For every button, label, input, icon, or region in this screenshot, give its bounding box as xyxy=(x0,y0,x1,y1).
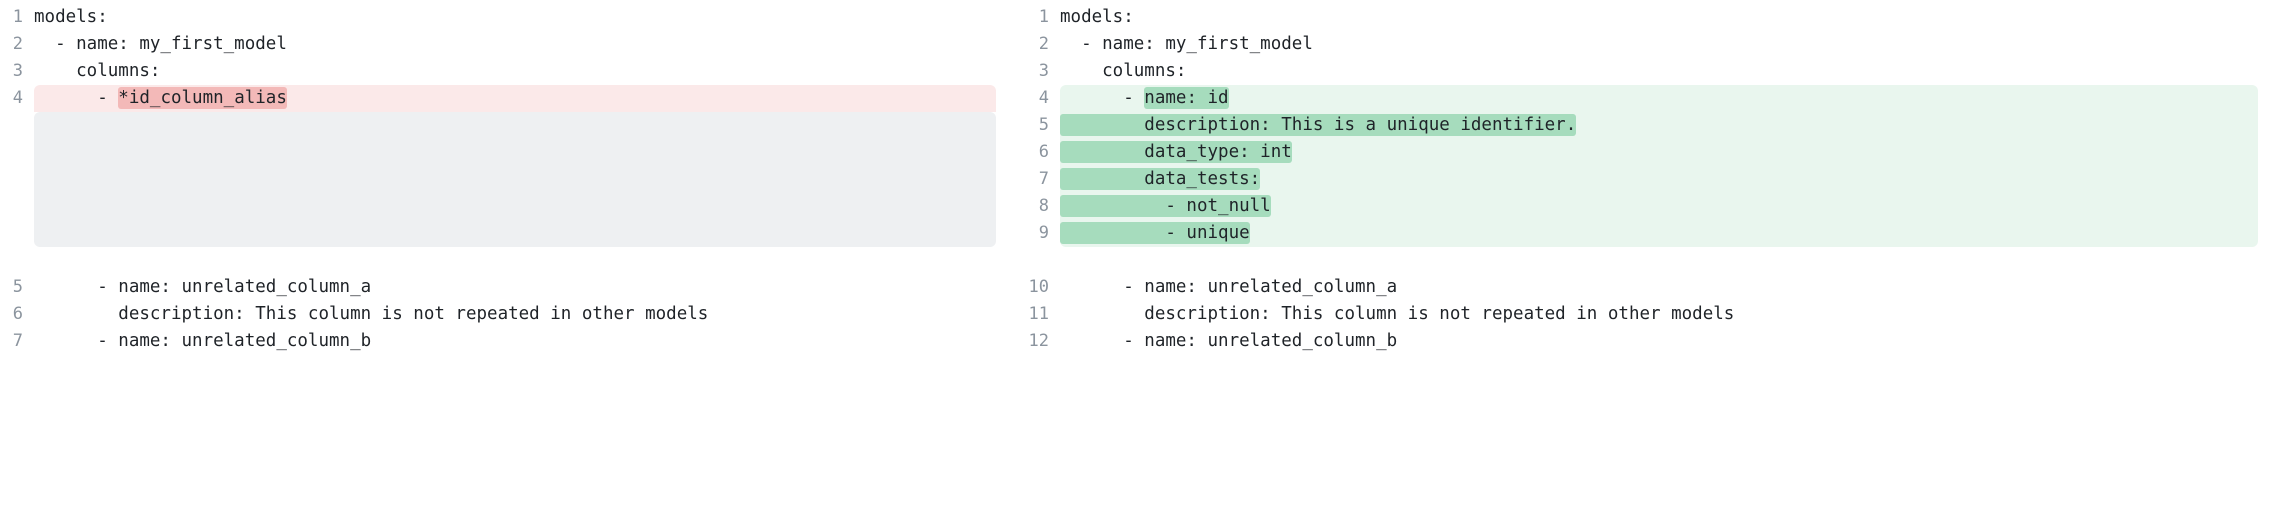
line-text: description: This column is not repeated… xyxy=(34,304,709,324)
added-token-highlight: name: id xyxy=(1144,87,1229,109)
line-number: 9 xyxy=(1038,223,1049,243)
line-text: columns: xyxy=(34,61,161,81)
added-token-highlight: data_tests: xyxy=(1060,168,1261,190)
line-content: - not_null xyxy=(1060,193,2278,220)
line-content: - name: unrelated_column_b xyxy=(34,328,1016,355)
line-content: - unique xyxy=(1060,220,2278,247)
line-number: 12 xyxy=(1028,331,1049,351)
pane-divider xyxy=(1015,0,1016,528)
code-line[interactable]: 2 - name: my_first_model xyxy=(0,31,1016,58)
added-token-highlight: description: This is a unique identifier… xyxy=(1060,114,1577,136)
line-number: 4 xyxy=(1038,88,1049,108)
code-line[interactable]: 5 - name: unrelated_column_a xyxy=(0,274,1016,301)
line-number: 7 xyxy=(1038,169,1049,189)
added-token-highlight: - not_null xyxy=(1060,195,1271,217)
line-number: 4 xyxy=(12,88,23,108)
line-number: 1 xyxy=(12,7,23,27)
line-number: 7 xyxy=(12,331,23,351)
line-content: description: This column is not repeated… xyxy=(34,301,1016,328)
line-content: - name: id xyxy=(1060,85,2278,112)
line-text: models: xyxy=(1060,7,1134,27)
line-text: - name: my_first_model xyxy=(34,34,287,54)
line-number: 10 xyxy=(1028,277,1049,297)
code-line[interactable]: 12 - name: unrelated_column_b xyxy=(1016,328,2278,355)
line-number: 6 xyxy=(1038,142,1049,162)
line-content: - *id_column_alias xyxy=(34,85,1016,112)
code-line[interactable]: 4 - name: id xyxy=(1016,85,2278,112)
line-text: - name: unrelated_column_a xyxy=(34,277,372,297)
code-line[interactable]: 7 data_tests: xyxy=(1016,166,2278,193)
line-content: - name: my_first_model xyxy=(34,31,1016,58)
code-line[interactable]: 6 description: This column is not repeat… xyxy=(0,301,1016,328)
line-number: 1 xyxy=(1038,7,1049,27)
code-line[interactable]: 1 models: xyxy=(0,4,1016,31)
code-line[interactable]: 9 - unique xyxy=(1016,220,2278,247)
code-line[interactable]: 7 - name: unrelated_column_b xyxy=(0,328,1016,355)
code-line[interactable]: 4 - *id_column_alias xyxy=(0,85,1016,112)
line-number: 8 xyxy=(1038,196,1049,216)
line-number: 3 xyxy=(1038,61,1049,81)
line-number: 2 xyxy=(1038,34,1049,54)
line-text: columns: xyxy=(1060,61,1187,81)
line-prefix: - xyxy=(1060,88,1145,108)
line-content: description: This column is not repeated… xyxy=(1060,301,2278,328)
line-number: 5 xyxy=(1038,115,1049,135)
line-text: description: This column is not repeated… xyxy=(1060,304,1735,324)
line-text: - name: unrelated_column_a xyxy=(1060,277,1398,297)
added-token-highlight: data_type: int xyxy=(1060,141,1292,163)
line-text: - name: my_first_model xyxy=(1060,34,1313,54)
code-line[interactable]: 2 - name: my_first_model xyxy=(1016,31,2278,58)
line-content: columns: xyxy=(34,58,1016,85)
code-line[interactable]: 11 description: This column is not repea… xyxy=(1016,301,2278,328)
code-line[interactable]: 8 - not_null xyxy=(1016,193,2278,220)
code-line[interactable]: 1 models: xyxy=(1016,4,2278,31)
line-number: 11 xyxy=(1028,304,1049,324)
line-content: - name: unrelated_column_a xyxy=(34,274,1016,301)
line-content: models: xyxy=(34,4,1016,31)
line-content: description: This is a unique identifier… xyxy=(1060,112,2278,139)
code-line[interactable]: 5 description: This is a unique identifi… xyxy=(1016,112,2278,139)
line-content: columns: xyxy=(1060,58,2278,85)
line-number: 6 xyxy=(12,304,23,324)
deleted-token-highlight: *id_column_alias xyxy=(118,87,287,109)
line-number: 2 xyxy=(12,34,23,54)
code-line[interactable]: 10 - name: unrelated_column_a xyxy=(1016,274,2278,301)
line-number: 3 xyxy=(12,61,23,81)
line-content: - name: unrelated_column_a xyxy=(1060,274,2278,301)
line-content: data_type: int xyxy=(1060,139,2278,166)
line-prefix: - xyxy=(34,88,119,108)
line-text: - name: unrelated_column_b xyxy=(1060,331,1398,351)
line-number: 5 xyxy=(12,277,23,297)
blank-line xyxy=(0,247,1016,274)
line-content: models: xyxy=(1060,4,2278,31)
diff-alignment-spacer xyxy=(0,112,1016,247)
code-line[interactable]: 6 data_type: int xyxy=(1016,139,2278,166)
code-line[interactable]: 3 columns: xyxy=(0,58,1016,85)
code-line[interactable]: 3 columns: xyxy=(1016,58,2278,85)
blank-line xyxy=(1016,247,2278,274)
line-content: - name: my_first_model xyxy=(1060,31,2278,58)
line-content: - name: unrelated_column_b xyxy=(1060,328,2278,355)
line-content: data_tests: xyxy=(1060,166,2278,193)
line-text: - name: unrelated_column_b xyxy=(34,331,372,351)
added-token-highlight: - unique xyxy=(1060,222,1250,244)
line-text: models: xyxy=(34,7,108,27)
